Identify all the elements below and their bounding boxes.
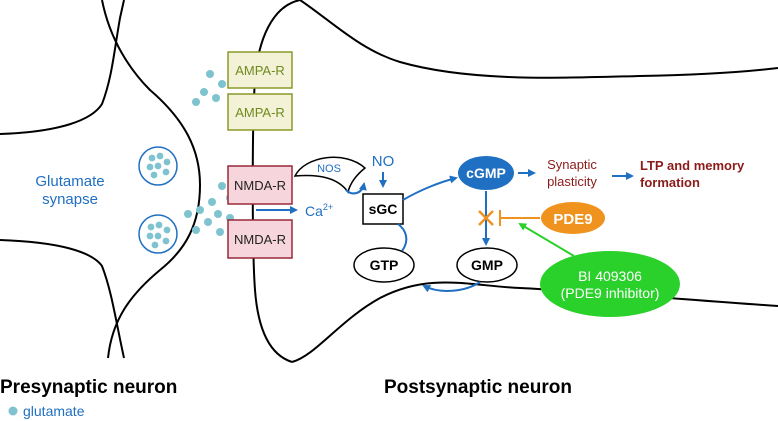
- svg-text:BI 409306: BI 409306: [578, 268, 642, 284]
- svg-text:AMPA-R: AMPA-R: [235, 105, 285, 120]
- svg-text:GMP: GMP: [471, 257, 503, 273]
- svg-text:GTP: GTP: [370, 257, 399, 273]
- nmda-receptor-2: NMDA-R: [227, 219, 293, 259]
- vesicle: [138, 146, 178, 186]
- pde9-node: PDE9: [541, 202, 605, 234]
- presynaptic-membrane: [0, 0, 125, 359]
- svg-text:NOS: NOS: [317, 163, 341, 175]
- glutamate-synapse-label-2: synapse: [42, 191, 98, 208]
- nmda-receptor-1: NMDA-R: [227, 165, 293, 205]
- svg-text:sGC: sGC: [369, 201, 398, 217]
- inhibition-x-icon: [478, 210, 494, 226]
- ltp-label-1: LTP and memory: [640, 158, 745, 173]
- gtp-to-sgc-arrow: [397, 223, 408, 252]
- cgmp-node: cGMP: [458, 156, 514, 190]
- gmp-node: GMP: [456, 247, 518, 283]
- inhibitor-to-pde9-arrow: [518, 222, 575, 257]
- svg-text:(PDE9 inhibitor): (PDE9 inhibitor): [561, 285, 660, 301]
- svg-text:PDE9: PDE9: [553, 211, 592, 228]
- calcium-label: Ca2+: [305, 202, 333, 219]
- glutamate-legend-dot: [8, 406, 18, 416]
- sgc-to-cgmp-arrow: [402, 175, 458, 201]
- ltp-label-2: formation: [640, 175, 700, 190]
- glutamate-synapse-label-1: Glutamate: [35, 173, 104, 190]
- no-label: NO: [372, 153, 395, 170]
- svg-text:AMPA-R: AMPA-R: [235, 63, 285, 78]
- svg-text:NMDA-R: NMDA-R: [234, 178, 286, 193]
- postsynaptic-neuron-label: Postsynaptic neuron: [384, 377, 572, 398]
- presynaptic-outline: [101, 0, 202, 359]
- glutamate-dots: [184, 70, 234, 236]
- vesicle: [138, 214, 178, 254]
- gtp-node: GTP: [353, 247, 415, 283]
- svg-text:NMDA-R: NMDA-R: [234, 232, 286, 247]
- ampa-receptor-1: AMPA-R: [227, 51, 293, 89]
- nos-to-no-arrow: [345, 182, 367, 195]
- gmp-to-gtp-arrow: [422, 281, 481, 293]
- sgc-box: sGC: [362, 193, 404, 225]
- synaptic-plasticity-label-2: plasticity: [547, 174, 597, 189]
- bi-409306-inhibitor: BI 409306 (PDE9 inhibitor): [540, 251, 680, 317]
- presynaptic-neuron-label: Presynaptic neuron: [0, 377, 177, 398]
- glutamate-legend-label: glutamate: [23, 403, 85, 419]
- ampa-receptor-2: AMPA-R: [227, 93, 293, 131]
- nos-enzyme: NOS: [293, 156, 367, 194]
- synaptic-plasticity-label-1: Synaptic: [547, 157, 597, 172]
- svg-text:cGMP: cGMP: [466, 165, 506, 181]
